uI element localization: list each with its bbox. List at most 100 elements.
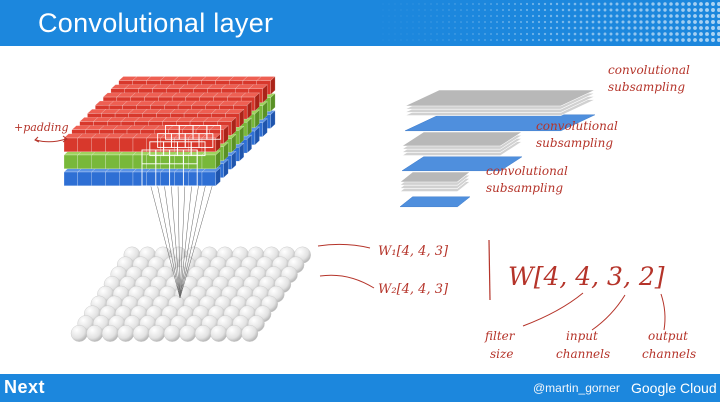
header-dot xyxy=(657,20,661,24)
header-dot xyxy=(651,14,655,18)
header-dot xyxy=(519,8,523,12)
input-neuron xyxy=(225,324,243,342)
header-dot xyxy=(609,26,613,30)
connection-line xyxy=(179,182,214,299)
output-sheet xyxy=(401,156,523,172)
header-dot xyxy=(502,3,504,5)
header-dot xyxy=(537,8,541,12)
header-dot xyxy=(651,2,655,6)
subsampling-stacks xyxy=(399,89,596,208)
header-dot xyxy=(484,21,486,23)
header-dot xyxy=(579,38,583,42)
cube-face xyxy=(160,154,175,169)
slide-title: Convolutional layer xyxy=(38,8,274,38)
subsampling-stack xyxy=(399,171,471,208)
header-dot xyxy=(609,32,613,36)
header-dot xyxy=(424,15,426,17)
header-dot xyxy=(543,38,547,42)
cube-face xyxy=(201,154,216,169)
header-dot xyxy=(597,26,601,30)
convolution-connections xyxy=(149,182,214,299)
header-dot xyxy=(525,38,529,42)
header-dot xyxy=(418,39,420,41)
header-dot xyxy=(717,8,720,12)
connection-line xyxy=(177,182,181,299)
header-dot xyxy=(388,33,390,35)
header-dot xyxy=(519,14,523,18)
header-dot xyxy=(663,14,667,18)
header-dot xyxy=(412,27,414,29)
header-dot xyxy=(388,27,390,29)
header-dot xyxy=(561,32,565,36)
header-dot xyxy=(460,27,462,29)
header-dot xyxy=(645,8,649,12)
w2-label: W₂[4, 4, 3] xyxy=(378,282,449,297)
header-dot xyxy=(603,8,607,12)
header-dot xyxy=(597,14,601,18)
header-dot xyxy=(609,38,613,42)
header-dot xyxy=(609,14,613,18)
header-dot xyxy=(615,2,619,6)
input-neuron xyxy=(163,324,181,342)
header-dot xyxy=(430,9,432,11)
header-dot xyxy=(711,32,715,36)
connection-line xyxy=(179,182,207,299)
header-dot xyxy=(603,14,607,18)
output-sheet xyxy=(404,114,596,132)
header-dot xyxy=(609,8,613,12)
header-dot xyxy=(442,27,444,29)
header-dot xyxy=(561,8,565,12)
header-dot xyxy=(555,26,559,30)
header-dot xyxy=(621,32,625,36)
header-dot xyxy=(639,20,643,24)
header-dot xyxy=(454,3,456,5)
header-dot xyxy=(549,32,553,36)
header-dot xyxy=(687,8,691,12)
header-dot xyxy=(406,3,408,5)
header-dot xyxy=(508,15,510,17)
header-dot xyxy=(513,38,517,42)
header-dot xyxy=(412,21,414,23)
input-label-line2: channels xyxy=(556,347,610,361)
header-dot xyxy=(513,20,517,24)
header-dot xyxy=(705,32,709,36)
padding-arrowhead-right xyxy=(62,135,68,143)
header-dot xyxy=(412,15,414,17)
header-dot xyxy=(645,14,649,18)
header-dot xyxy=(496,39,498,41)
header-dot xyxy=(687,14,691,18)
header-dot xyxy=(382,3,384,5)
cube-face xyxy=(77,154,92,169)
header-dot xyxy=(681,20,685,24)
header-dot xyxy=(472,15,474,17)
header-dot xyxy=(669,8,673,12)
cube-face xyxy=(63,171,78,186)
input-neuron xyxy=(194,324,212,342)
header-dot xyxy=(502,15,504,17)
input-pointer xyxy=(591,294,626,331)
header-dot xyxy=(627,14,631,18)
header-dot xyxy=(699,8,703,12)
header-dot xyxy=(585,2,589,6)
header-dot xyxy=(567,8,571,12)
cube-face xyxy=(77,171,92,186)
w2-pointer-line xyxy=(319,274,375,289)
header-dot xyxy=(418,27,420,29)
header-dot xyxy=(561,38,565,42)
header-dot xyxy=(430,21,432,23)
header-dot xyxy=(561,20,565,24)
header-dot xyxy=(525,8,529,12)
header-dot xyxy=(567,38,571,42)
header-dot xyxy=(406,27,408,29)
header-dot xyxy=(639,32,643,36)
header-dot xyxy=(705,20,709,24)
input-neuron-grid xyxy=(70,246,311,342)
header-dot xyxy=(490,21,492,23)
header-dot xyxy=(561,26,565,30)
header-dot xyxy=(394,15,396,17)
header-dot xyxy=(585,8,589,12)
header-dot xyxy=(412,33,414,35)
header-dot xyxy=(478,3,480,5)
header-dot xyxy=(448,9,450,11)
header-dot xyxy=(424,3,426,5)
